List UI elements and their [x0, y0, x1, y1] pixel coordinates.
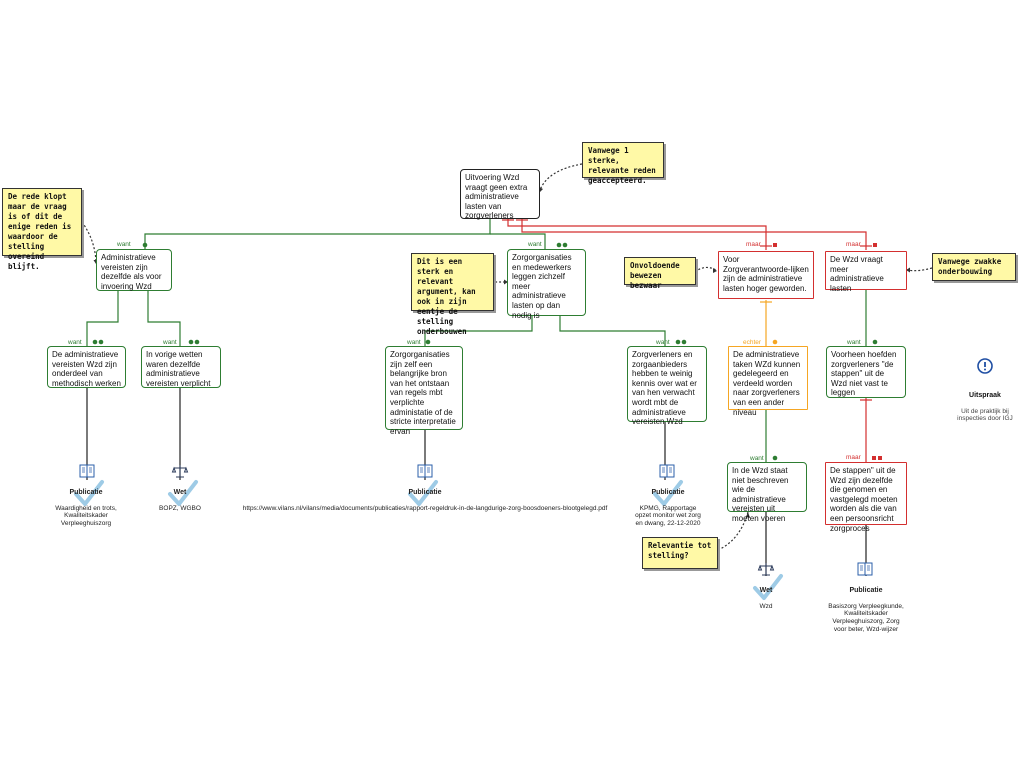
strength-square [872, 456, 876, 460]
strength-dot [194, 339, 200, 345]
source-text: Waardigheid en trots, Kwaliteitskader Ve… [55, 504, 117, 527]
connector-note-n4 [694, 266, 717, 273]
relation-label: want [656, 339, 670, 346]
relation-label: want [163, 339, 177, 346]
book-icon [659, 464, 675, 478]
claim-c3a[interactable]: De administratieve taken WZd kunnen gede… [728, 346, 808, 417]
source-s5[interactable]: Wet Wzd [742, 579, 790, 610]
source-title: Publicatie [69, 488, 103, 496]
arrowhead [504, 279, 508, 285]
arrowhead [713, 268, 717, 273]
strength-dot [425, 339, 431, 345]
source-text: Basiszorg Verpleegkunde, Kwaliteitskader… [828, 602, 904, 633]
strength-dot [562, 242, 568, 248]
connector-root-c2 [490, 233, 546, 250]
strength-square [873, 243, 877, 247]
source-title: Publicatie [408, 488, 442, 496]
arrowhead [746, 512, 750, 518]
source-title: Publicatie [849, 586, 883, 594]
exclamation-icon [977, 358, 993, 374]
strength-square [878, 456, 882, 460]
strength-dot [142, 242, 148, 248]
claim-c4b[interactable]: De stappen" uit de Wzd zijn dezelfde die… [825, 462, 907, 533]
relation-label: want [117, 241, 131, 248]
claim-c3[interactable]: Voor Zorgverantwoorde-lijken zijn de adm… [718, 251, 814, 299]
source-title: Wet [173, 488, 187, 496]
source-title: Publicatie [651, 488, 685, 496]
strength-dot [772, 339, 778, 345]
relation-label: want [528, 241, 542, 248]
strength-dot [92, 339, 98, 345]
source-s4[interactable]: Publicatie KPMG, Rapportage opzet monito… [633, 481, 703, 528]
relation-label: maar [846, 241, 861, 248]
strength-dot [188, 339, 194, 345]
source-text: KPMG, Rapportage opzet monitor wet zorg … [635, 504, 701, 527]
note-n5[interactable]: Vanwege zwakke onderbouwing [932, 253, 1016, 281]
connector-root-c3 [507, 218, 767, 250]
claim-c2b[interactable]: Zorgverleners en zorgaanbieders hebben t… [627, 346, 707, 426]
check-icon [168, 480, 198, 506]
relation-label: maar [746, 241, 761, 248]
source-text: https://www.vilans.nl/vilans/media/docum… [242, 504, 608, 512]
connector-c1-c1b [147, 290, 181, 346]
check-icon [653, 480, 683, 506]
claim-c4[interactable]: De Wzd vraagt meer administratieve laste… [825, 251, 907, 293]
strength-square [773, 243, 777, 247]
connector-root-c1 [144, 218, 491, 250]
strength-dot [872, 339, 878, 345]
book-icon [417, 464, 433, 478]
book-icon [79, 464, 95, 478]
connector-c2-c2a [424, 316, 533, 346]
note-n4[interactable]: Onvoldoende bewezen bezwaar [624, 257, 696, 290]
strength-dot [98, 339, 104, 345]
source-s2[interactable]: Wet BOPZ, WGBO [150, 481, 210, 512]
uitspraak-title: Uitspraak [969, 391, 1001, 399]
connector-c2-c2b [559, 316, 666, 346]
check-icon [74, 480, 104, 506]
claim-c3b[interactable]: In de Wzd staat niet beschreven wie de a… [727, 462, 807, 523]
uitspraak-text: Uit de praktijk bij inspecties door IGJ [957, 407, 1013, 423]
scales-icon [757, 563, 775, 576]
strength-dot [772, 455, 778, 461]
source-text: Wzd [759, 602, 773, 610]
source-title: Wet [759, 586, 773, 594]
claim-c1a[interactable]: De administratieve vereisten Wzd zijn on… [47, 346, 126, 388]
claim-c2a[interactable]: Zorgorganisaties zijn zelf een belangrij… [385, 346, 463, 436]
source-s1[interactable]: Publicatie Waardigheid en trots, Kwalite… [48, 481, 124, 528]
note-n3[interactable]: Dit is een sterk en relevant argument, k… [411, 253, 494, 336]
strength-dot [675, 339, 681, 345]
claim-c2[interactable]: Zorgorganisaties en medewerkers leggen z… [507, 249, 586, 320]
claim-c1[interactable]: Administratieve vereisten zijn dezelfde … [96, 249, 172, 291]
uitspraak[interactable]: Uitspraak Uit de praktijk bij inspecties… [948, 384, 1022, 423]
connector-note-n1 [81, 221, 97, 263]
arrowhead [906, 267, 910, 273]
relation-label: want [847, 339, 861, 346]
relation-label: maar [846, 454, 861, 461]
root-claim[interactable]: Uitvoering Wzd vraagt geen extra adminis… [460, 169, 540, 220]
connector-note-n2 [539, 163, 583, 191]
relation-label: want [68, 339, 82, 346]
relation-label: want [750, 455, 764, 462]
note-n6[interactable]: Relevantie tot stelling? [642, 537, 718, 569]
relation-label: echter [743, 339, 762, 346]
connector-root-c4 [521, 218, 867, 250]
note-n1[interactable]: De rede klopt maar de vraag is of dit de… [2, 188, 82, 271]
connector-c1-c1a [86, 290, 119, 346]
source-s3[interactable]: Publicatie https://www.vilans.nl/vilans/… [225, 481, 625, 512]
check-icon [753, 574, 783, 600]
book-icon [857, 562, 873, 576]
source-s6[interactable]: Publicatie Basiszorg Verpleegkunde, Kwal… [826, 579, 906, 633]
note-n2[interactable]: Vanwege 1 sterke, relevante reden geacce… [582, 142, 664, 185]
arrowhead [539, 187, 543, 192]
check-icon [408, 480, 438, 506]
strength-dot [556, 242, 562, 248]
claim-c4a[interactable]: Voorheen hoefden zorgverleners "de stapp… [826, 346, 906, 398]
strength-dot [681, 339, 687, 345]
claim-c1b[interactable]: In vorige wetten waren dezelfde administ… [141, 346, 221, 388]
source-text: BOPZ, WGBO [159, 504, 201, 512]
relation-label: want [407, 339, 421, 346]
scales-icon [171, 465, 189, 478]
connector-note-n5 [906, 267, 933, 272]
